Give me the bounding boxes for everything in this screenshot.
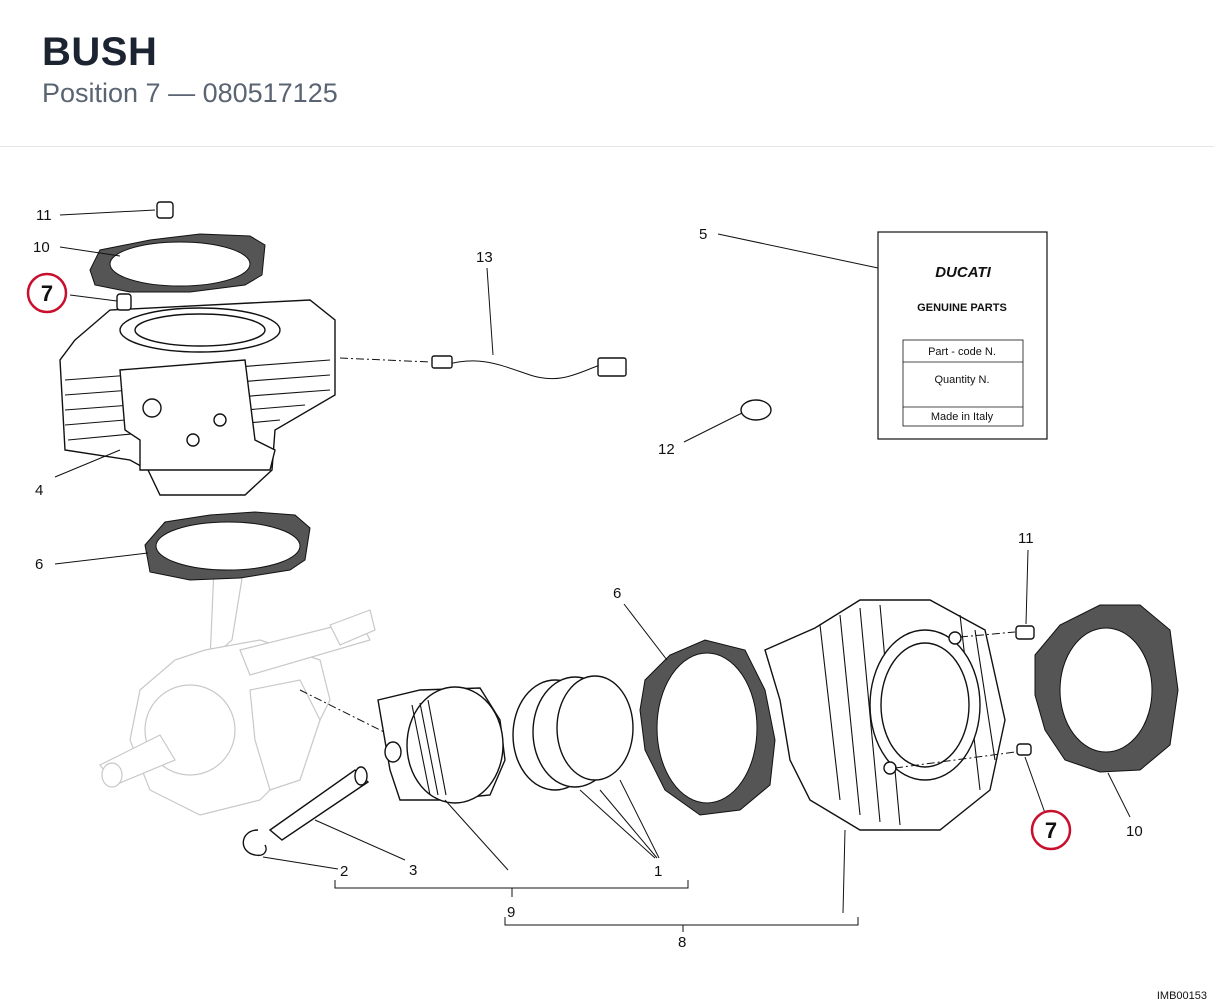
label-8: 8 (678, 934, 686, 951)
diagram-code: IMB00153 (1157, 990, 1207, 1002)
tag-heading: GENUINE PARTS (917, 302, 1007, 314)
bush-7-lower (1016, 743, 1032, 756)
bush-11-lower (1015, 625, 1035, 640)
label-10-lower: 10 (1126, 823, 1143, 840)
position-marker-upper-label: 7 (41, 281, 53, 306)
sensor-dashline (339, 357, 431, 363)
position-marker-lower[interactable]: 7 (1030, 809, 1072, 851)
label-6-upper: 6 (35, 556, 43, 573)
tag-brand: DUCATI (935, 264, 991, 281)
piston-pin (268, 766, 370, 841)
pin-dashline (299, 689, 401, 741)
circlip (242, 829, 267, 857)
label-6-lower: 6 (613, 585, 621, 602)
position-marker-lower-label: 7 (1045, 818, 1057, 843)
tag-field-quantity: Quantity N. (934, 374, 989, 386)
position-marker-upper[interactable]: 7 (26, 272, 68, 314)
temperature-sensor (431, 355, 627, 380)
label-1: 1 (654, 863, 662, 880)
bush-11-upper (156, 201, 174, 219)
plug-cap (740, 399, 772, 421)
cylinder-upper (59, 299, 336, 496)
label-5: 5 (699, 226, 707, 243)
label-11-lower: 11 (1018, 530, 1034, 547)
tag-field-part-code: Part - code N. (928, 346, 996, 358)
crankshaft-drawing (99, 539, 376, 816)
leader-lines (54, 209, 1131, 932)
page-title: BUSH (42, 30, 158, 74)
label-13: 13 (476, 249, 493, 266)
bush-dashline-upper (959, 631, 1016, 638)
page-header: BUSH Position 7 — 080517125 (0, 0, 1214, 147)
bush-7-upper (116, 293, 132, 311)
piston-rings (512, 675, 634, 791)
bush-dashline-lower (894, 751, 1016, 769)
head-gasket-lower (1034, 604, 1179, 773)
label-2: 2 (340, 863, 348, 880)
cylinder-lower (764, 599, 1006, 831)
page-subtitle: Position 7 — 080517125 (42, 78, 338, 108)
base-gasket-lower (639, 639, 776, 816)
label-9: 9 (507, 904, 515, 921)
parts-tag: DUCATI GENUINE PARTS Part - code N. Quan… (877, 231, 1048, 440)
label-3: 3 (409, 862, 417, 879)
callout-labels: 11 10 4 6 13 5 12 11 10 6 2 3 1 9 8 (33, 207, 1143, 951)
base-gasket-upper (144, 511, 311, 581)
label-12: 12 (658, 441, 675, 458)
label-11-upper: 11 (36, 207, 52, 224)
label-4: 4 (35, 482, 43, 499)
label-10-upper: 10 (33, 239, 50, 256)
piston (377, 686, 506, 804)
tag-field-origin: Made in Italy (931, 411, 994, 423)
head-gasket-upper (89, 233, 266, 293)
